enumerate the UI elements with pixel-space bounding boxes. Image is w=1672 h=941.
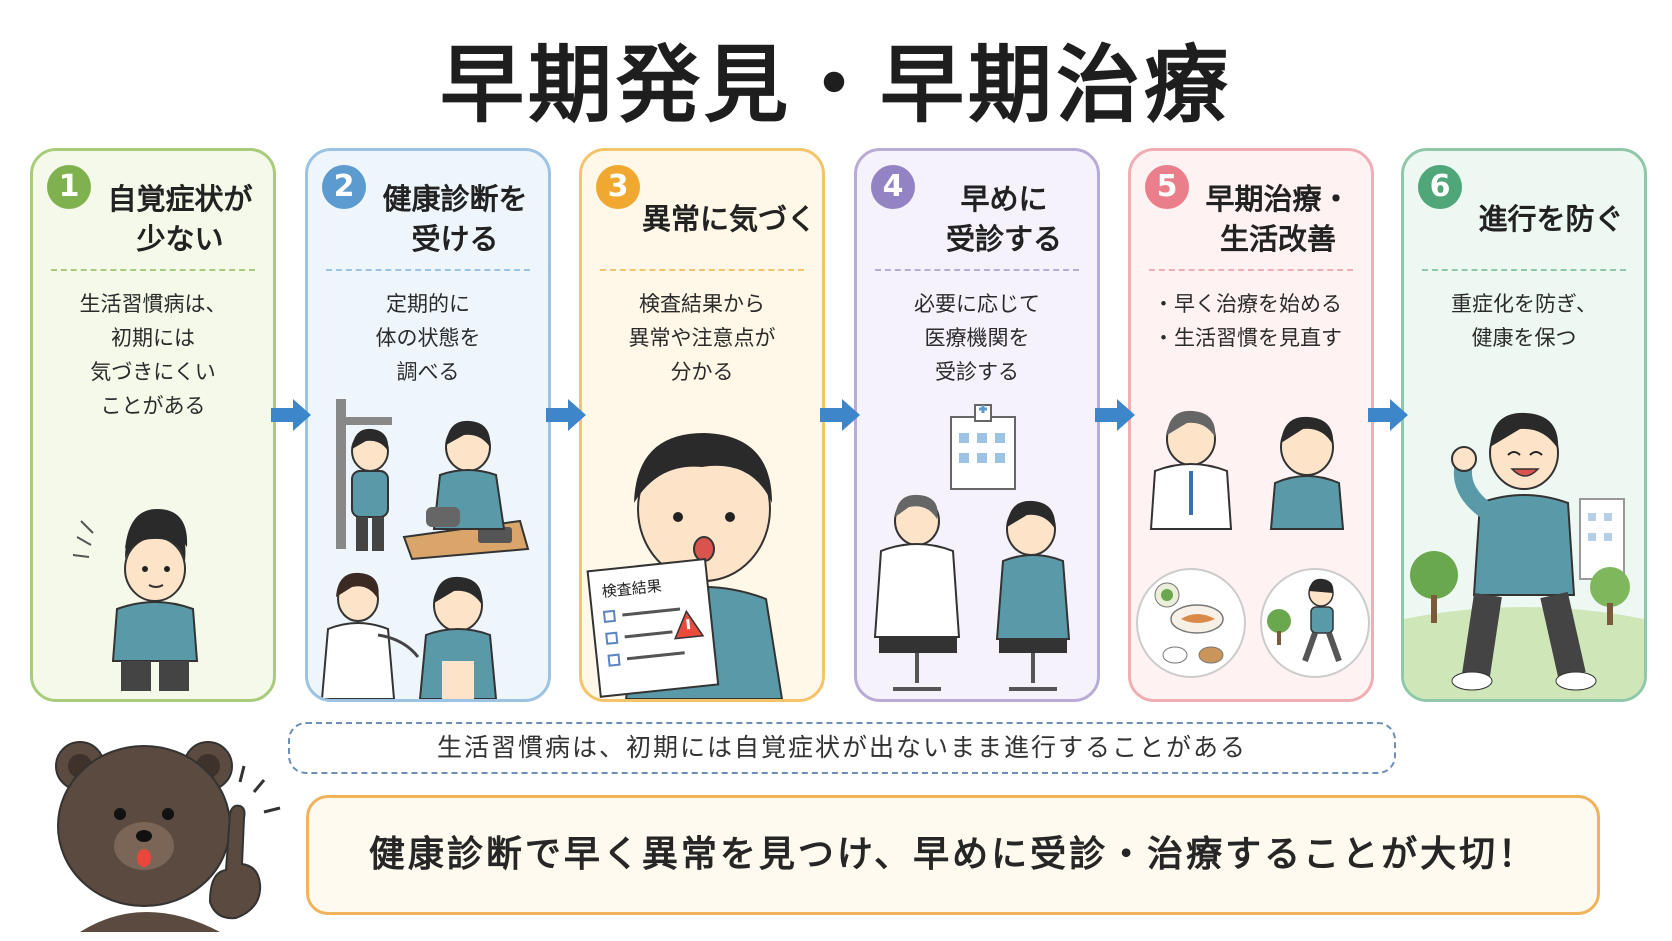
step-card-2: 2 健康診断を 受ける 定期的に 体の状態を 調べる <box>305 148 551 702</box>
treatment-lifestyle-illustration <box>1136 410 1370 678</box>
step-number-badge: 5 <box>1145 165 1189 209</box>
dashed-divider <box>51 269 255 271</box>
step-number-badge: 2 <box>322 165 366 209</box>
arrow-right-icon <box>546 399 586 431</box>
step-card-5: 5 早期治療・ 生活改善 ・早く治療を始める ・生活習慣を見直す <box>1128 148 1374 702</box>
dashed-divider <box>1149 269 1353 271</box>
step-heading: 異常に気づく <box>642 202 817 236</box>
step-heading: 自覚症状が 少ない <box>107 182 253 256</box>
step-description: 定期的に 体の状態を 調べる <box>375 292 481 384</box>
step-heading: 健康診断を 受ける <box>382 182 528 256</box>
step-description: ・早く治療を始める ・生活習慣を見直す <box>1153 292 1342 350</box>
healthy-person-illustration <box>1404 412 1644 699</box>
step-heading: 早めに 受診する <box>945 182 1062 256</box>
step-card-6: 6 進行を防ぐ 重症化を防ぎ、 健康を保つ <box>1401 148 1647 702</box>
step-card-3: 3 異常に気づく 検査結果から 異常や注意点が 分かる 検査結果 <box>579 148 825 702</box>
health-checkup-illustration <box>320 399 530 699</box>
dashed-divider <box>875 269 1079 271</box>
bear-mascot-illustration <box>55 741 281 932</box>
test-result-illustration: 検査結果 <box>586 433 784 699</box>
arrow-right-icon <box>1095 399 1135 431</box>
step-heading: 進行を防ぐ <box>1478 202 1624 236</box>
step-number-badge: 1 <box>47 165 91 209</box>
info-note: 生活習慣病は、初期には自覚症状が出ないまま進行することがある <box>288 722 1396 774</box>
person-standing-illustration <box>72 509 199 691</box>
dashed-divider <box>600 269 804 271</box>
step-number-badge: 4 <box>871 165 915 209</box>
step-heading: 早期治療・ 生活改善 <box>1205 182 1351 256</box>
arrow-right-icon <box>1368 399 1408 431</box>
step-card-4: 4 早めに 受診する 必要に応じて 医療機関を 受診する <box>854 148 1100 702</box>
step-number-badge: 3 <box>596 165 640 209</box>
dashed-divider <box>326 269 530 271</box>
arrow-right-icon <box>820 399 860 431</box>
arrow-right-icon <box>271 399 311 431</box>
step-description: 生活習慣病は、 初期には 気づきにくい ことがある <box>79 292 227 418</box>
step-description: 必要に応じて 医療機関を 受診する <box>914 292 1040 384</box>
page-title: 早期発見・早期治療 <box>439 36 1232 134</box>
step-card-1: 1 自覚症状が 少ない 生活習慣病は、 初期には 気づきにくい ことがある <box>30 148 276 702</box>
dashed-divider <box>1422 269 1626 271</box>
step-description: 検査結果から 異常や注意点が 分かる <box>628 292 776 384</box>
step-number-badge: 6 <box>1418 165 1462 209</box>
doctor-consultation-illustration <box>873 404 1071 691</box>
step-description: 重症化を防ぎ、 健康を保つ <box>1451 292 1597 350</box>
key-message: 健康診断で早く異常を見つけ、早めに受診・治療することが大切！ <box>306 795 1600 915</box>
